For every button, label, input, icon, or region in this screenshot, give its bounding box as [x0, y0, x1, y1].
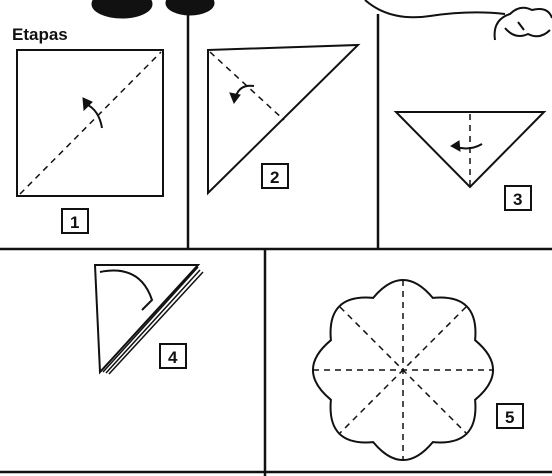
panel-grid: [0, 14, 552, 476]
step-1: 1: [17, 50, 163, 233]
step-3: 3: [396, 112, 544, 210]
top-decoration: [92, 0, 552, 40]
cut-arc: [100, 271, 152, 310]
fold-arrowhead-icon: [451, 141, 460, 151]
step-number: 1: [70, 213, 79, 232]
decor-flower: [495, 8, 552, 40]
step-2: 2: [208, 45, 358, 193]
step-5: 5: [313, 280, 523, 460]
step-number: 3: [513, 190, 522, 209]
fold-arrowhead-icon: [230, 93, 240, 103]
fold-arrow-icon: [86, 104, 102, 128]
paper-wedge: [95, 265, 198, 372]
step-number: 4: [168, 348, 178, 367]
fold-arrowhead-icon: [83, 98, 92, 110]
decor-blob-left: [92, 0, 152, 18]
step-number: 5: [505, 408, 514, 427]
fold-lines-dashed: [313, 280, 493, 460]
step-number: 2: [270, 168, 279, 187]
decor-blob-mid: [166, 0, 214, 15]
page-title: Etapas: [12, 25, 68, 44]
decor-curl: [365, 0, 505, 17]
wedge-layer-3: [109, 272, 203, 374]
wedge-layer-1: [103, 267, 198, 372]
step-4: 4: [95, 265, 203, 374]
fold-line-dashed: [20, 52, 161, 194]
